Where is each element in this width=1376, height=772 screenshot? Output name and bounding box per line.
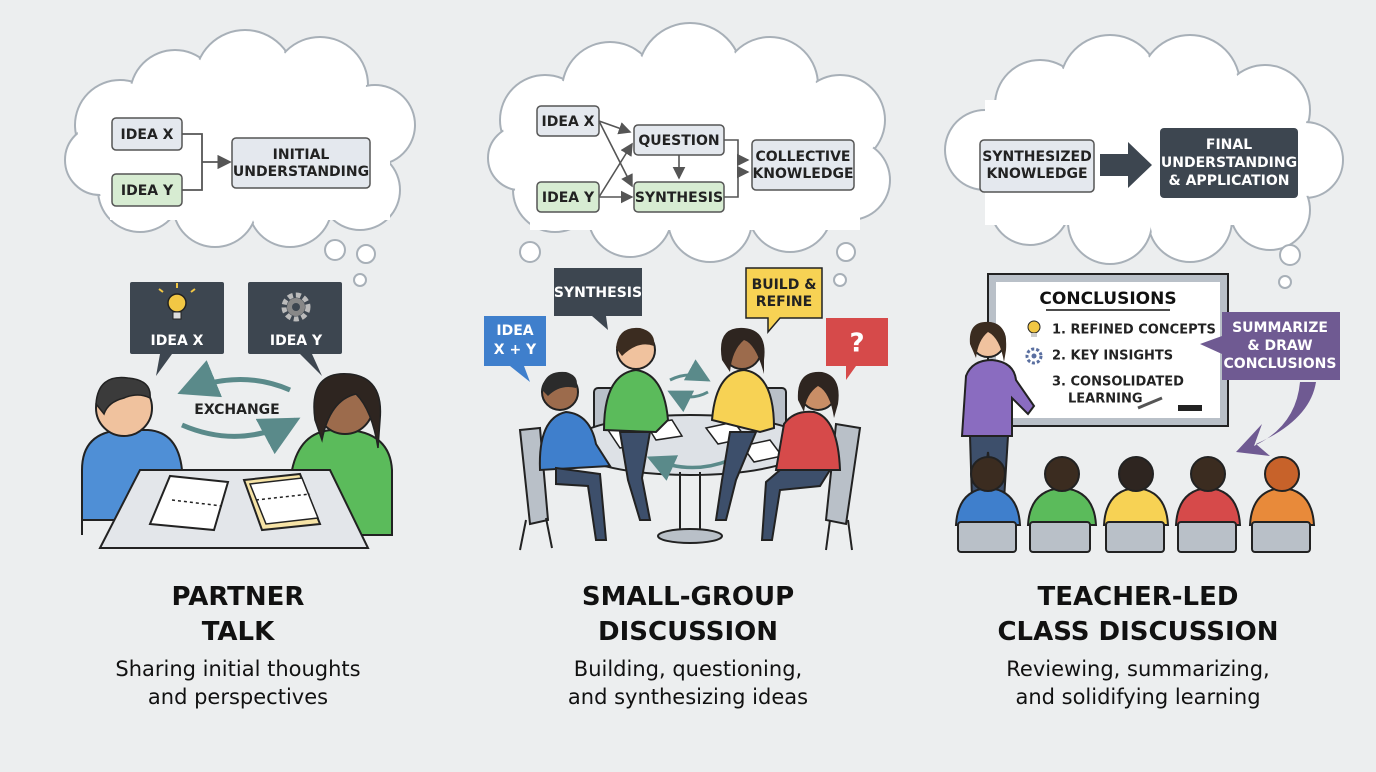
bubble-synthesis-label: SYNTHESIS: [554, 285, 642, 301]
speech-bubble-question: ?: [826, 318, 888, 380]
student-green: [602, 327, 670, 521]
flow-arrows: [598, 120, 750, 204]
bubble-idea-x-label: IDEA X: [151, 333, 204, 349]
collective-knowledge-line2: KNOWLEDGE: [752, 166, 853, 182]
panel-title-line2: CLASS DISCUSSION: [997, 617, 1278, 647]
student-red: [760, 371, 842, 541]
panel-subtitle-line2: and solidifying learning: [1015, 685, 1260, 709]
panel-title-line2: TALK: [202, 617, 275, 647]
student-blue: [538, 371, 612, 541]
panel-title-line1: TEACHER-LED: [1038, 582, 1239, 612]
swap-arrow-top: [669, 359, 711, 382]
panel-subtitle-line1: Sharing initial thoughts: [115, 657, 360, 681]
idea-y-label: IDEA Y: [121, 183, 174, 199]
bubble-build-line2: REFINE: [756, 294, 812, 310]
panel-small-group: IDEA X IDEA Y QUESTION SYNTHESIS COLLECT…: [484, 22, 891, 709]
bubble-idea-line2: X + Y: [494, 342, 537, 358]
bubble-idea-line1: IDEA: [496, 323, 533, 339]
board-item2: 2. KEY INSIGHTS: [1052, 349, 1173, 364]
callout-line3: CONCLUSIONS: [1224, 356, 1337, 372]
swap-arrow-bottom: [667, 390, 709, 413]
thought-dot: [324, 239, 346, 261]
bubble-question-mark: ?: [849, 329, 864, 359]
synthesized-line2: KNOWLEDGE: [986, 166, 1087, 182]
final-line3: & APPLICATION: [1169, 173, 1290, 189]
panel-partner-talk: IDEA X IDEA Y INITIAL UNDERSTANDING IDEA…: [64, 29, 416, 709]
exchange-label: EXCHANGE: [194, 402, 279, 418]
gear-icon: [281, 292, 311, 322]
speech-bubble-idea-xy: IDEA X + Y: [484, 316, 546, 382]
panel-subtitle-line2: and synthesizing ideas: [568, 685, 808, 709]
exchange-arrow-bottom: [181, 417, 301, 455]
table: [98, 469, 370, 549]
callout-line1: SUMMARIZE: [1232, 320, 1328, 336]
exchange-arrow-top: [177, 360, 292, 398]
thought-dot: [833, 273, 847, 287]
audience-chairs: [957, 521, 1311, 553]
speech-bubble-idea-x: IDEA X: [130, 282, 224, 376]
question-label: QUESTION: [638, 133, 719, 149]
panel-teacher-led: SYNTHESIZED KNOWLEDGE FINAL UNDERSTANDIN…: [944, 34, 1344, 709]
thought-dot: [836, 242, 856, 262]
callout-summarize: SUMMARIZE & DRAW CONCLUSIONS: [1200, 312, 1340, 456]
notebook-left: [148, 474, 230, 532]
board-item3-line2: LEARNING: [1068, 392, 1143, 407]
collective-knowledge-box: [751, 139, 855, 191]
panel-title-line2: DISCUSSION: [598, 617, 778, 647]
board-item3-line1: 3. CONSOLIDATED: [1052, 375, 1184, 390]
lightbulb-icon: [1027, 320, 1041, 337]
speech-bubble-synthesis: SYNTHESIS: [554, 268, 642, 330]
panel-subtitle-line1: Reviewing, summarizing,: [1006, 657, 1269, 681]
notebook-right: [242, 472, 322, 532]
thought-dot: [1279, 244, 1301, 266]
panel-subtitle-line1: Building, questioning,: [574, 657, 802, 681]
gear-icon: [1025, 347, 1043, 365]
synthesized-line1: SYNTHESIZED: [982, 149, 1091, 165]
idea-x-label: IDEA X: [542, 114, 595, 130]
speech-bubble-idea-y: IDEA Y: [248, 282, 342, 376]
board-item1: 1. REFINED CONCEPTS: [1052, 323, 1216, 338]
table-base: [657, 528, 723, 544]
board-pointer: [1137, 396, 1163, 410]
board-heading: CONCLUSIONS: [1039, 289, 1176, 309]
idea-x-label: IDEA X: [121, 127, 174, 143]
merge-arrow: [182, 133, 230, 191]
final-line2: UNDERSTANDING: [1161, 155, 1297, 171]
lightbulb-icon: [158, 283, 196, 320]
student-yellow: [710, 327, 776, 521]
synthesis-label: SYNTHESIS: [635, 190, 723, 206]
initial-understanding-line1: INITIAL: [273, 147, 330, 163]
initial-understanding-line2: UNDERSTANDING: [233, 164, 369, 180]
idea-y-label: IDEA Y: [542, 190, 595, 206]
thought-dot: [356, 244, 376, 264]
speech-bubble-build-refine: BUILD & REFINE: [745, 267, 823, 335]
callout-line2: & DRAW: [1247, 338, 1312, 354]
thought-dot: [353, 273, 367, 287]
panel-subtitle-line2: and perspectives: [148, 685, 328, 709]
thought-dot: [1278, 275, 1292, 289]
table-arrow: [646, 455, 731, 481]
panel-title-line1: PARTNER: [172, 582, 305, 612]
big-arrow: [1100, 142, 1152, 188]
table-leg: [679, 472, 701, 532]
bubble-build-line1: BUILD &: [752, 277, 817, 293]
collective-knowledge-line1: COLLECTIVE: [755, 149, 850, 165]
audience: [954, 456, 1316, 526]
initial-understanding-box: [231, 137, 371, 189]
synthesized-knowledge-box: [979, 139, 1095, 193]
bubble-idea-y-label: IDEA Y: [270, 333, 323, 349]
final-understanding-box: [1160, 128, 1298, 198]
teacher: [960, 321, 1036, 501]
final-line1: FINAL: [1206, 137, 1252, 153]
panel-title-line1: SMALL-GROUP: [582, 582, 794, 612]
thought-dot: [519, 241, 541, 263]
